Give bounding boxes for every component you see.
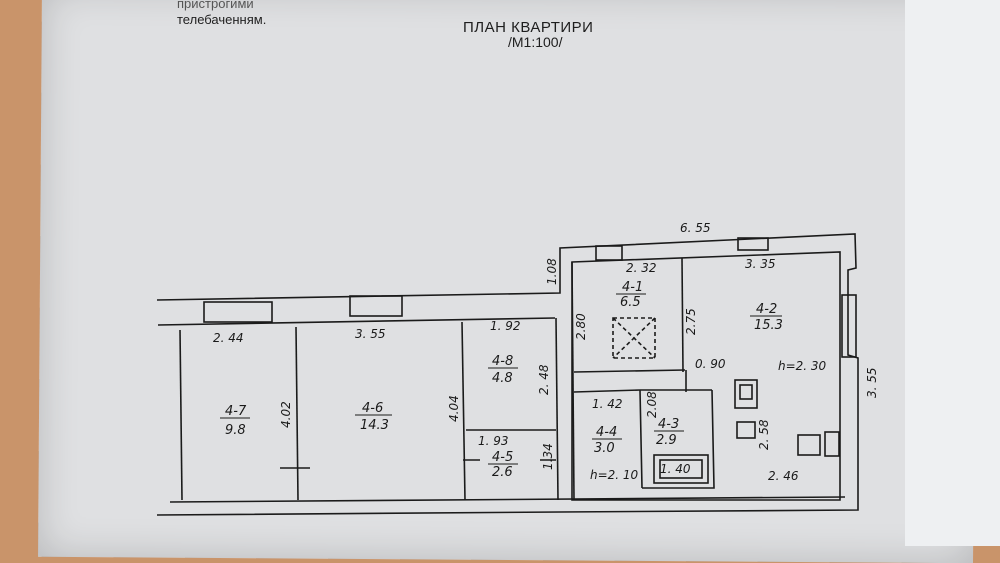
room-4-1-id: 4-1 <box>622 280 643 295</box>
dim-1-34: 1.34 <box>541 443 555 470</box>
dim-6-55: 6. 55 <box>680 221 711 235</box>
room-4-7-area: 9.8 <box>225 423 246 438</box>
dim-2-75: 2.75 <box>684 308 698 335</box>
plan-scale: /М1:100/ <box>508 34 563 50</box>
dim-0-90: 0. 90 <box>695 357 726 371</box>
header-line: телебаченням. <box>177 12 267 27</box>
dim-2-48: 2. 48 <box>537 364 551 395</box>
room-4-6-id: 4-6 <box>362 401 383 416</box>
walls <box>156 233 859 516</box>
dim-1-92: 1. 92 <box>490 319 521 333</box>
dim-h-2-10: h=2. 10 <box>590 468 639 482</box>
dim-2-08: 2.08 <box>645 391 659 418</box>
dim-1-08: 1.08 <box>545 258 559 285</box>
room-4-2-area: 15.3 <box>754 318 783 333</box>
room-4-2-id: 4-2 <box>756 302 777 317</box>
dim-1-93: 1. 93 <box>478 434 509 448</box>
dim-2-46: 2. 46 <box>768 469 799 483</box>
dim-h-2-30: h=2. 30 <box>778 359 827 373</box>
dim-1-40: 1. 40 <box>660 462 691 476</box>
room-4-4-id: 4-4 <box>596 425 617 440</box>
header-text: пристрогими телебаченням. <box>177 0 266 28</box>
dim-4-04: 4.04 <box>447 395 461 422</box>
dim-2-58: 2. 58 <box>757 419 771 450</box>
room-4-7-id: 4-7 <box>225 404 247 419</box>
room-4-5-area: 2.6 <box>492 465 513 480</box>
room-4-8-area: 4.8 <box>492 371 513 386</box>
room-4-3-area: 2.9 <box>656 433 677 448</box>
dimension-labels: 6. 55 1.08 2. 32 3. 35 2. 44 3. 55 1. 92… <box>213 221 879 483</box>
dim-2-80: 2.80 <box>574 313 588 340</box>
room-4-5-id: 4-5 <box>492 450 513 465</box>
floor-plan: 4-7 9.8 4-6 14.3 4-8 4.8 4-5 2.6 4-4 3.0… <box>156 221 879 516</box>
dim-2-32: 2. 32 <box>626 261 657 275</box>
dim-3-55-vertical: 3. 55 <box>865 367 879 398</box>
dim-1-42: 1. 42 <box>592 397 623 411</box>
dim-4-02: 4.02 <box>279 401 293 428</box>
plan-title: ПЛАН КВАРТИРИ <box>463 19 594 36</box>
room-4-3-id: 4-3 <box>658 417 679 432</box>
room-4-8-id: 4-8 <box>492 354 513 369</box>
dim-3-35: 3. 35 <box>745 257 776 271</box>
header-cut-line: пристрогими <box>177 0 254 11</box>
dim-3-55: 3. 55 <box>355 327 386 341</box>
room-4-4-area: 3.0 <box>594 441 615 456</box>
room-4-1-area: 6.5 <box>620 295 641 310</box>
dim-2-44: 2. 44 <box>213 331 244 345</box>
room-4-6-area: 14.3 <box>360 418 389 433</box>
paper-sheet-edge <box>905 0 1000 546</box>
room-labels: 4-7 9.8 4-6 14.3 4-8 4.8 4-5 2.6 4-4 3.0… <box>220 280 783 480</box>
